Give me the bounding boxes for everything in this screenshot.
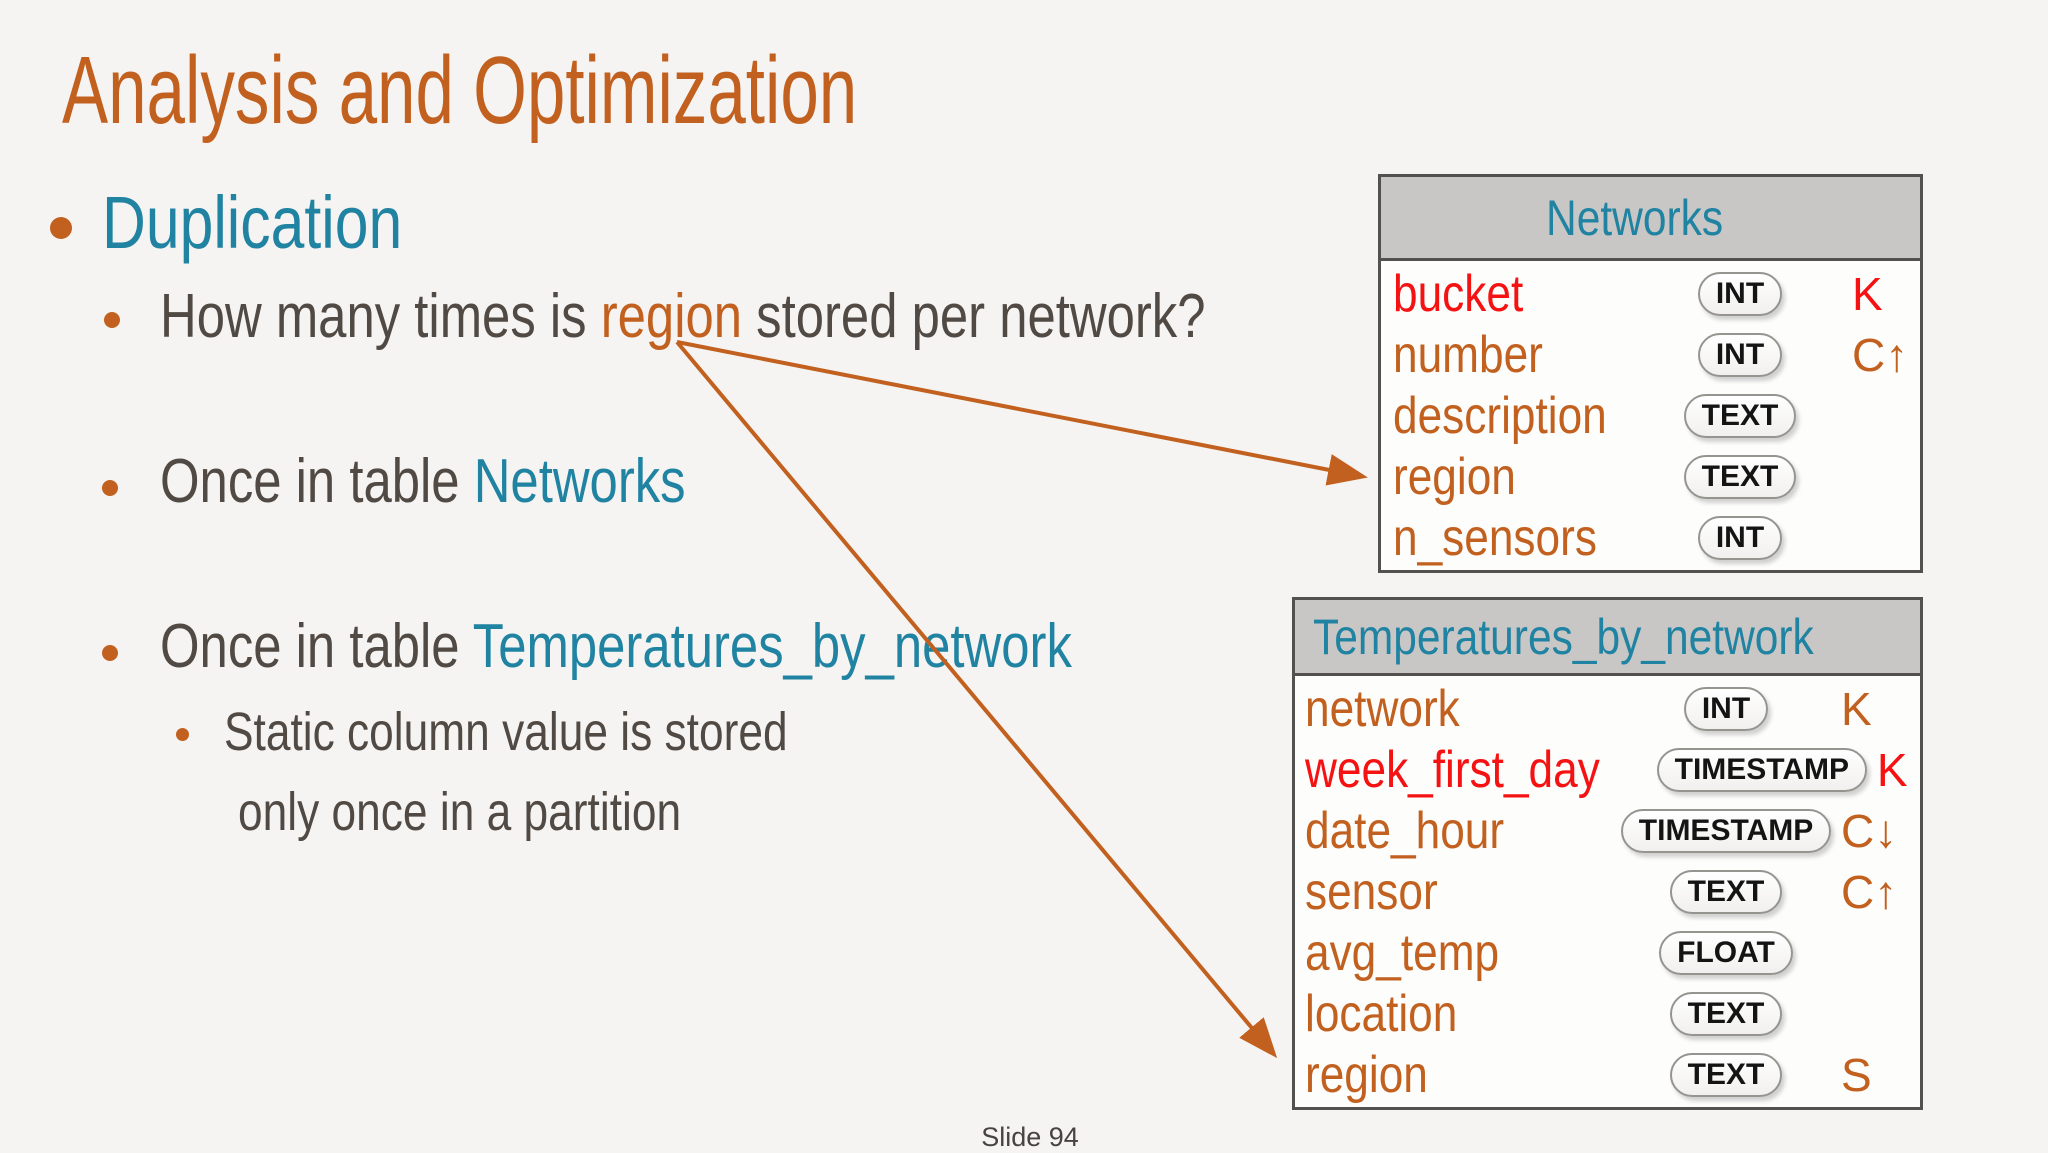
page-title: Analysis and Optimization <box>62 36 1167 146</box>
key-indicator: C↑ <box>1841 865 1898 918</box>
table-row: region TEXT <box>1381 446 1920 507</box>
type-pill: INT <box>1683 686 1769 731</box>
key-indicator: K <box>1841 682 1872 735</box>
table-row: avg_temp FLOAT <box>1295 922 1920 983</box>
table-row: sensor TEXT C↑ <box>1295 861 1920 922</box>
networks-table: Networks bucket INT K number INT C↑ desc… <box>1378 174 1923 573</box>
bullet-once-networks: Once in table Networks <box>160 446 801 517</box>
bullet-dot-icon <box>102 480 118 496</box>
table-link-networks: Networks <box>473 447 686 516</box>
field-name: sensor <box>1305 862 1438 921</box>
key-indicator: K <box>1852 267 1883 320</box>
field-name: description <box>1393 386 1607 445</box>
type-pill: TEXT <box>1669 869 1783 914</box>
question-pre: How many times is <box>160 282 601 351</box>
static-line2-text: only once in a partition <box>238 782 682 842</box>
bullet-once-temperatures: Once in table Temperatures_by_network <box>160 611 1272 682</box>
table-row: description TEXT <box>1381 385 1920 446</box>
field-name: date_hour <box>1305 801 1505 860</box>
table-row: n_sensors INT <box>1381 507 1920 568</box>
question-post: stored per network? <box>742 282 1206 351</box>
bullet-dot-icon <box>104 312 120 328</box>
key-indicator: C↓ <box>1841 804 1898 857</box>
temperatures-table-header: Temperatures_by_network <box>1295 600 1920 676</box>
bullet-dot-icon <box>176 728 189 741</box>
static-line1-text: Static column value is stored <box>224 702 788 762</box>
bullet-static-line2: only once in a partition <box>238 781 778 843</box>
networks-table-header: Networks <box>1381 177 1920 261</box>
once-temps-pre: Once in table <box>160 612 473 681</box>
bullet-duplication-label: Duplication <box>102 181 403 264</box>
bullet-dot-icon <box>50 217 72 239</box>
page-title-text: Analysis and Optimization <box>62 37 858 144</box>
table-row: location TEXT <box>1295 983 1920 1044</box>
region-highlight: region <box>600 282 743 351</box>
table-row: network INT K <box>1295 678 1920 739</box>
networks-table-title: Networks <box>1546 189 1724 246</box>
field-name: region <box>1393 447 1516 506</box>
type-pill: TIMESTAMP <box>1656 747 1868 792</box>
key-indicator: K <box>1876 743 1908 796</box>
type-pill: TIMESTAMP <box>1620 808 1832 853</box>
bullet-duplication: Duplication <box>102 180 468 265</box>
type-pill: TEXT <box>1683 393 1797 438</box>
key-indicator: C↑ <box>1852 328 1909 381</box>
temperatures-table-title: Temperatures_by_network <box>1312 608 1814 665</box>
type-pill: TEXT <box>1669 991 1783 1036</box>
bullet-dot-icon <box>102 645 118 661</box>
temperatures-table: Temperatures_by_network network INT K we… <box>1292 597 1923 1110</box>
type-pill: TEXT <box>1669 1052 1783 1097</box>
type-pill: INT <box>1697 271 1783 316</box>
type-pill: INT <box>1697 515 1783 560</box>
bullet-question: How many times is region stored per netw… <box>160 281 1435 352</box>
bullet-static-line1: Static column value is stored <box>224 701 911 763</box>
networks-table-body: bucket INT K number INT C↑ description T… <box>1381 261 1920 570</box>
type-pill: FLOAT <box>1659 930 1793 975</box>
field-name: week_first_day <box>1305 740 1600 799</box>
table-link-temperatures: Temperatures_by_network <box>472 612 1072 681</box>
temperatures-table-body: network INT K week_first_day TIMESTAMP K… <box>1295 676 1920 1107</box>
field-name: region <box>1305 1045 1428 1104</box>
type-pill: TEXT <box>1683 454 1797 499</box>
once-networks-pre: Once in table <box>160 447 474 516</box>
field-name: network <box>1305 679 1460 738</box>
table-row: region TEXT S <box>1295 1044 1920 1105</box>
key-indicator: S <box>1841 1048 1872 1101</box>
field-name: avg_temp <box>1305 923 1500 982</box>
field-name: bucket <box>1393 264 1524 323</box>
table-row: number INT C↑ <box>1381 324 1920 385</box>
field-name: number <box>1393 325 1543 384</box>
table-row: bucket INT K <box>1381 263 1920 324</box>
field-name: n_sensors <box>1393 508 1597 567</box>
slide-number: Slide 94 <box>981 1122 1079 1152</box>
table-row: week_first_day TIMESTAMP K <box>1295 739 1920 800</box>
field-name: location <box>1305 984 1458 1043</box>
type-pill: INT <box>1697 332 1783 377</box>
table-row: date_hour TIMESTAMP C↓ <box>1295 800 1920 861</box>
